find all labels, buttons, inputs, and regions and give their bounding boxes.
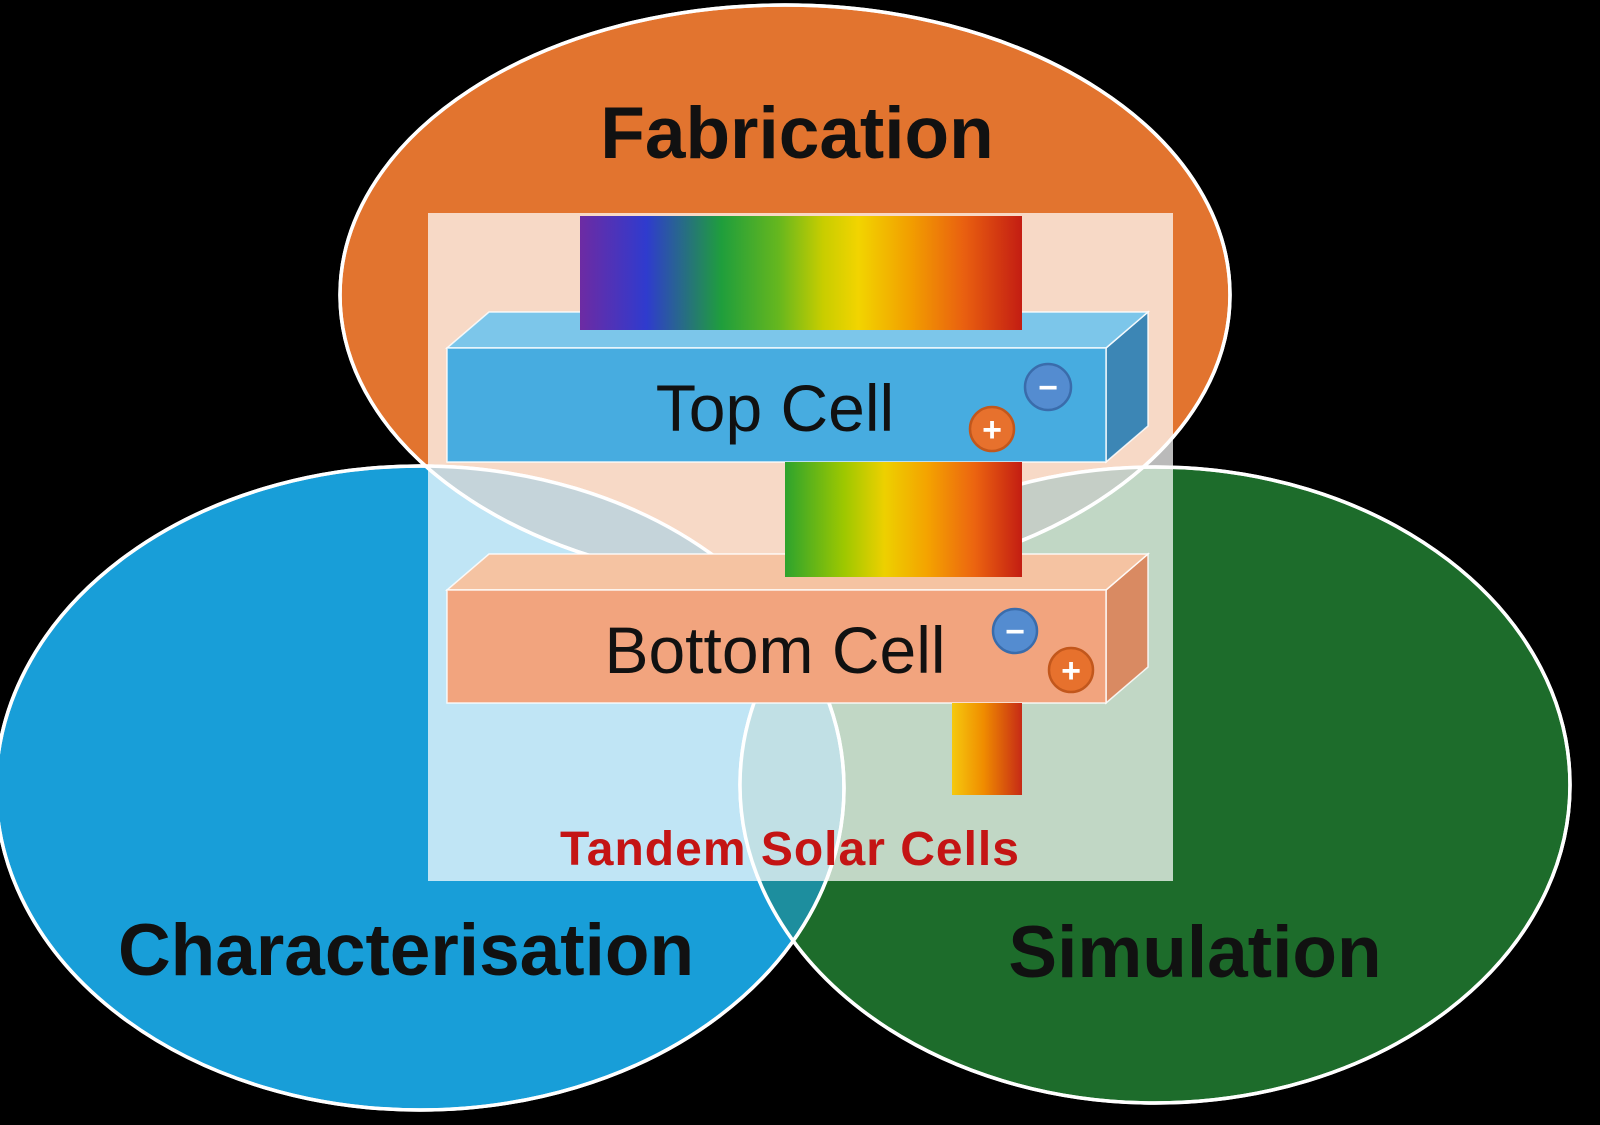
characterisation-label: Characterisation: [118, 910, 694, 991]
simulation-label: Simulation: [1008, 912, 1381, 993]
spectrum-bar-incident: [580, 216, 1022, 330]
minus-glyph-top: −: [1038, 369, 1058, 407]
plus-glyph-bottom: +: [1061, 652, 1081, 690]
plus-charge-top-cell: [968, 405, 1016, 453]
minus-glyph-bottom: −: [1005, 613, 1025, 651]
fabrication-label: Fabrication: [600, 93, 993, 174]
minus-charge-bottom-cell: [991, 607, 1039, 655]
bottom-cell-label: Bottom Cell: [604, 613, 945, 687]
bottom-cell-front-face: [446, 589, 1107, 704]
top-cell-label: Top Cell: [656, 371, 894, 445]
plus-charge-bottom-cell: [1047, 646, 1095, 694]
spectrum-bar-residual: [952, 703, 1022, 795]
plus-glyph-top: +: [982, 411, 1002, 449]
caption-tandem-solar-cells: Tandem Solar Cells: [560, 823, 1020, 876]
minus-charge-top-cell: [1023, 362, 1073, 412]
spectrum-bar-transmitted: [785, 462, 1022, 577]
